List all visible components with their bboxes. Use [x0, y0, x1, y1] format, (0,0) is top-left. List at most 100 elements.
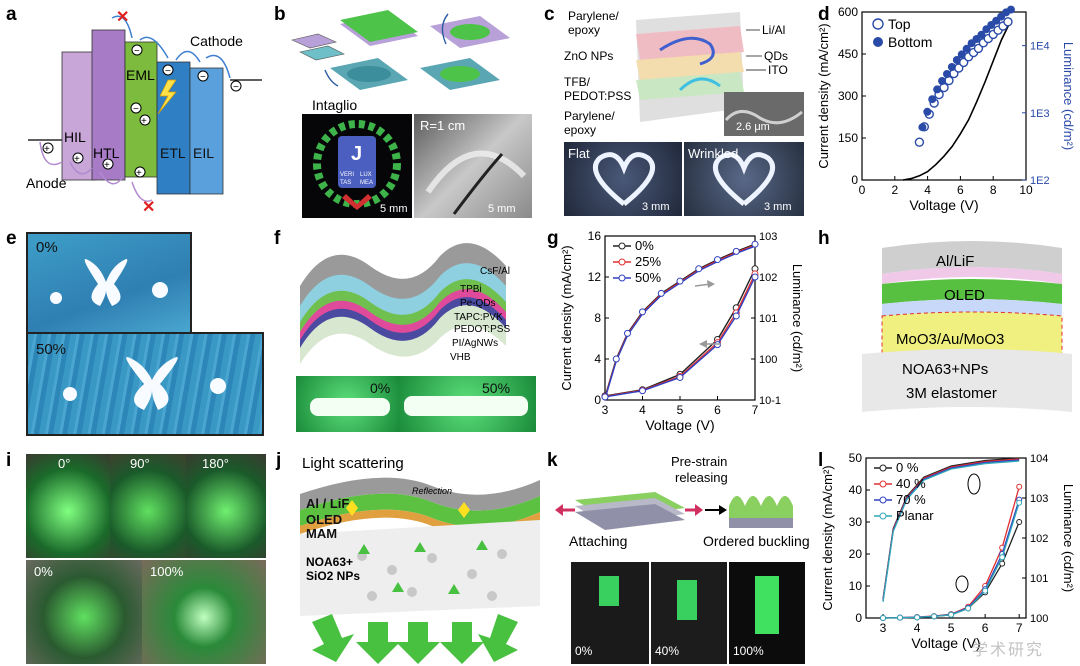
panel-h: h Al/LiF OLED MoO3/Au/MoO3 NOA63+NPs 3M …	[812, 226, 1080, 436]
plot-frame	[861, 11, 1027, 181]
panel-f: f CsF/Al TPBi Pe-QDs TAPC:PVK PEDOT:PSS …	[270, 226, 542, 436]
svg-text:Reflection: Reflection	[412, 486, 452, 496]
svg-text:MEA: MEA	[360, 180, 373, 186]
panel-label-d: d	[818, 4, 830, 25]
legend-marker	[618, 242, 626, 250]
block-x-icon: ✕	[142, 199, 155, 216]
y-tick-label: 16	[588, 229, 602, 243]
point-bottom	[938, 77, 947, 85]
strip-0-label: 0%	[370, 380, 391, 396]
point-jv-3	[948, 611, 955, 618]
svg-text:−: −	[165, 66, 171, 77]
point-lum	[695, 265, 703, 273]
scale-c1: 3 mm	[642, 201, 670, 213]
svg-text:TAS: TAS	[340, 180, 351, 186]
noa-layer: NOA63+NPs	[902, 361, 988, 378]
series-line-jv	[902, 22, 1011, 181]
qds-label: QDs	[764, 49, 788, 63]
radius-label: R=1 cm	[420, 118, 465, 133]
svg-text:TPBi: TPBi	[460, 284, 482, 295]
x-tick-label: 7	[1016, 621, 1023, 635]
svg-text:TAPC:PVK: TAPC:PVK	[454, 312, 503, 323]
svg-text:Pe-QDs: Pe-QDs	[460, 298, 496, 309]
svg-text:Al / LiF: Al / LiF	[306, 496, 349, 511]
scale-label-b2: 5 mm	[488, 203, 516, 215]
y2-axis-label: Luminance (cd/m²)	[1061, 484, 1076, 592]
point-bottom	[928, 95, 937, 104]
flat-label: Flat	[568, 146, 590, 161]
panel-label-e: e	[6, 228, 17, 249]
y-axis-label: Current density (mA/cm²)	[820, 465, 835, 610]
hole-arrows	[39, 141, 153, 202]
point-jv-3	[999, 554, 1006, 561]
point-jv-2	[639, 387, 646, 395]
stretch-0-photo: 0%	[26, 560, 142, 664]
svg-text:VHB: VHB	[450, 352, 471, 363]
panel-label-k: k	[547, 450, 558, 471]
y-tick-label: 12	[588, 270, 602, 284]
elastomer-layer: 3M elastomer	[906, 385, 997, 402]
panel-label-c: c	[544, 4, 555, 25]
svg-text:VERI: VERI	[340, 172, 354, 178]
point-bottom	[918, 123, 927, 132]
x-tick-label: 6	[714, 403, 721, 417]
legend-label: 0%	[635, 238, 654, 253]
y-tick-label: 150	[838, 131, 858, 145]
panel-label-f: f	[274, 228, 281, 249]
panel-c: c Parylene/ epoxy ZnO NPs TFB/ PEDOT:PSS…	[540, 0, 810, 222]
bend-90-photo: 90°	[110, 454, 186, 558]
legend-marker	[618, 274, 626, 282]
point-bottom	[1006, 5, 1015, 14]
y-tick-label: 600	[838, 5, 858, 19]
htl-layer	[91, 29, 126, 181]
point-bottom	[957, 50, 966, 59]
y-tick-label: 8	[594, 311, 601, 325]
wrinkled-photo: Wrinkled 3 mm	[684, 142, 804, 216]
svg-text:Pre-strain: Pre-strain	[671, 454, 727, 469]
x-tick-label: 5	[948, 621, 955, 635]
svg-text:−: −	[200, 72, 206, 83]
panel-label-b: b	[274, 4, 286, 25]
point-jv-3	[982, 587, 989, 594]
series-jv-2	[604, 276, 756, 398]
x-tick-label: 4	[639, 403, 646, 417]
x-axis-label: Voltage (V)	[911, 635, 980, 651]
arrow-right-head	[707, 280, 715, 288]
y-tick-label: 300	[838, 89, 858, 103]
light-scattering-schematic: Light scattering Al / LiF OLED MAM Refle…	[300, 455, 540, 664]
mam-layer: MoO3/Au/MoO3	[896, 331, 1004, 348]
svg-text:CsF/Al: CsF/Al	[480, 266, 510, 277]
y-axis-label: Current density (mA/cm²)	[559, 245, 574, 390]
wrinkled-label: Wrinkled	[688, 146, 738, 161]
x-axis-label: Voltage (V)	[645, 417, 714, 433]
svg-text:ZnO NPs: ZnO NPs	[564, 49, 613, 63]
legend-label: 70 %	[896, 492, 926, 507]
y-tick-label: 450	[838, 47, 858, 61]
point-lum	[612, 355, 620, 363]
series-lum-2	[604, 245, 756, 400]
svg-text:TFB/: TFB/	[564, 75, 591, 89]
intaglio-label: Intaglio	[312, 97, 357, 113]
y2-tick-label: 102	[759, 272, 777, 284]
legend-label: 50%	[635, 270, 661, 285]
point-jv-3	[931, 613, 938, 620]
legend-label: Planar	[896, 508, 934, 523]
svg-text:MAM: MAM	[306, 526, 337, 541]
svg-text:OLED: OLED	[306, 512, 342, 527]
svg-text:SiO2 NPs: SiO2 NPs	[306, 569, 360, 583]
x-tick-label: 10	[1019, 183, 1033, 197]
sem-inset	[724, 92, 804, 136]
svg-text:J: J	[351, 143, 362, 165]
point-bottom	[947, 63, 956, 71]
y2-tick-label: 104	[1030, 453, 1048, 465]
point-lum	[601, 393, 609, 401]
oled-layer: OLED	[944, 287, 985, 304]
strain-100-photo-k: 100%	[729, 562, 805, 664]
wrinkled-stack: CsF/Al TPBi Pe-QDs TAPC:PVK PEDOT:PSS PI…	[300, 243, 510, 364]
point-jv-2	[676, 373, 684, 381]
flexible-film-photo: R=1 cm 5 mm	[414, 114, 532, 218]
